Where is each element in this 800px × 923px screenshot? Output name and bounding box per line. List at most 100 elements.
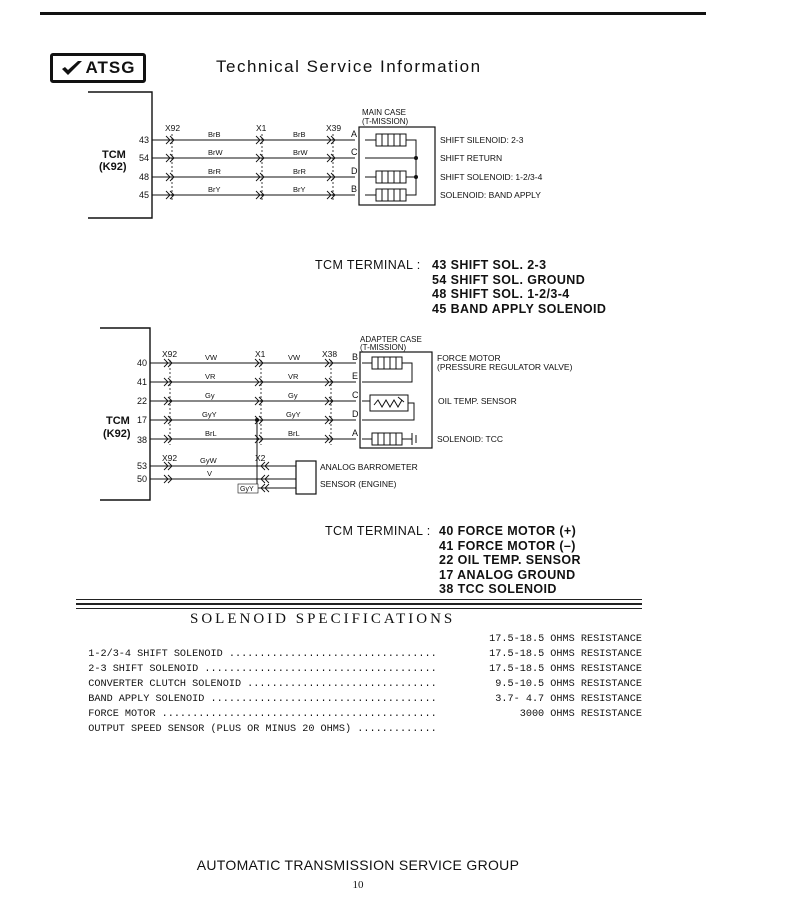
wire-color: BrY <box>208 185 221 194</box>
connector-label-x1: X1 <box>256 123 267 133</box>
case-pin-letter: C <box>351 147 358 157</box>
barometer-sensor-sublabel: SENSOR (ENGINE) <box>320 479 397 489</box>
oil-temp-sensor-label: OIL TEMP. SENSOR <box>438 396 517 406</box>
tcc-solenoid-label: SOLENOID: TCC <box>437 434 503 444</box>
terminal-label: TCM TERMINAL : <box>315 258 421 272</box>
wire-color: GyY <box>202 410 217 419</box>
terminal-line: 40 FORCE MOTOR (+) <box>439 524 577 538</box>
tcm-model-label: (K92) <box>99 161 127 173</box>
tcm-bracket <box>88 91 153 219</box>
terminal-line: 22 OIL TEMP. SENSOR <box>439 553 581 567</box>
case-pin-letter: A <box>351 129 357 139</box>
wire-row: 41 VR VR E <box>137 371 358 387</box>
case-label-sub: (T-MISSION) <box>362 117 409 126</box>
terminal-line: 43 SHIFT SOL. 2-3 <box>432 258 547 272</box>
tcm-label: TCM <box>106 415 130 427</box>
terminal-list-1: TCM TERMINAL : <box>315 258 421 273</box>
wire-row: 22 Gy Gy C <box>137 390 359 406</box>
case-pin-letter: D <box>352 409 359 419</box>
spec-component: 1-2/3-4 SHIFT SOLENOID .................… <box>88 649 437 660</box>
connector-label-x92: X92 <box>162 349 177 359</box>
spec-row: 1-2/3-4 SHIFT SOLENOID .................… <box>76 632 642 660</box>
solenoid-description: SHIFT SOLENOID: 1-2/3-4 <box>440 172 543 182</box>
wire-color: Gy <box>288 391 298 400</box>
tcm-bracket <box>100 327 151 501</box>
oil-temp-sensor <box>362 394 415 421</box>
terminal-lines-2: 40 FORCE MOTOR (+) 41 FORCE MOTOR (–) 22… <box>439 524 581 597</box>
connector-label-x92: X92 <box>162 453 177 463</box>
solenoid-description: SOLENOID: BAND APPLY <box>440 190 541 200</box>
case-pin-letter: B <box>352 352 358 362</box>
spec-value: 17.5-18.5 OHMS RESISTANCE <box>489 649 642 660</box>
terminal-line: 54 SHIFT SOL. GROUND <box>432 272 586 287</box>
spec-component: CONVERTER CLUTCH SOLENOID ..............… <box>88 679 437 690</box>
spec-component: FORCE MOTOR ............................… <box>88 709 437 720</box>
terminal-line: 41 FORCE MOTOR (–) <box>439 538 576 553</box>
case-pin-letter: A <box>352 428 358 438</box>
spec-component: OUTPUT SPEED SENSOR (PLUS OR MINUS 20 OH… <box>88 724 437 735</box>
pin-number: 22 <box>137 396 147 406</box>
wire-row: 50 V <box>137 469 296 484</box>
wire-color: V <box>207 469 212 478</box>
case-pin-letter: B <box>351 184 357 194</box>
wire-row: 53 GyW <box>137 456 296 471</box>
wire-row: 45 BrY BrY B <box>139 184 357 200</box>
terminal-label: TCM TERMINAL : <box>325 524 431 538</box>
spec-title: SOLENOID SPECIFICATIONS <box>190 611 456 627</box>
solenoid-description: SHIFT RETURN <box>440 153 502 163</box>
spec-row: FORCE MOTOR ............................… <box>76 692 642 720</box>
spec-value: 17.5-18.5 OHMS RESISTANCE <box>489 634 642 645</box>
case-pin-letter: D <box>351 166 358 176</box>
wire-color: GyW <box>200 456 218 465</box>
terminal-line: 38 TCC SOLENOID <box>439 582 557 596</box>
wire-color: GyY <box>286 410 301 419</box>
pin-number: 38 <box>137 435 147 445</box>
terminal-list-2: TCM TERMINAL : <box>325 524 431 539</box>
wire-color: BrW <box>293 148 309 157</box>
wire-row: 17 GyY GyY D <box>137 409 359 425</box>
wire-row: 43 BrB BrB A <box>139 129 357 145</box>
spec-row: BAND APPLY SOLENOID ....................… <box>76 677 642 705</box>
pin-number: 48 <box>139 172 149 182</box>
atsg-logo: ATSG <box>50 53 146 83</box>
spec-value: 3.7- 4.7 OHMS RESISTANCE <box>495 694 642 705</box>
main-case-box <box>358 126 436 206</box>
wire-color: BrW <box>208 148 224 157</box>
terminal-line: 45 BAND APPLY SOLENOID <box>432 301 607 316</box>
wire-color: BrL <box>205 429 217 438</box>
tcc-solenoid-coil <box>362 432 417 446</box>
case-label-sub: (T-MISSION) <box>360 343 407 352</box>
force-motor-coil <box>362 356 413 383</box>
pin-number: 17 <box>137 415 147 425</box>
spec-row: OUTPUT SPEED SENSOR (PLUS OR MINUS 20 OH… <box>76 707 642 735</box>
page-number: 10 <box>352 879 364 891</box>
wire-row: 40 VW VW B <box>137 352 358 368</box>
wire-color: BrR <box>293 167 307 176</box>
pin-number: 43 <box>139 135 149 145</box>
wire-color: VW <box>288 353 301 362</box>
connector-chevrons <box>163 461 270 493</box>
spec-component: 2-3 SHIFT SOLENOID .....................… <box>88 664 437 675</box>
spec-value: 3000 OHMS RESISTANCE <box>519 709 642 720</box>
case-pin-letter: C <box>352 390 359 400</box>
terminal-lines-1: 43 SHIFT SOL. 2-3 54 SHIFT SOL. GROUND 4… <box>432 258 606 316</box>
pin-number: 40 <box>137 358 147 368</box>
check-icon <box>61 61 82 75</box>
connector-label-x39: X39 <box>326 123 341 133</box>
barometer-sensor-box <box>295 460 317 495</box>
barometer-sensor-label: ANALOG BARROMETER <box>320 462 418 472</box>
pin-number: 53 <box>137 461 147 471</box>
pin-number: 41 <box>137 377 147 387</box>
terminal-line: 17 ANALOG GROUND <box>439 567 576 582</box>
wire-color: Gy <box>205 391 215 400</box>
connector-label-x2: X2 <box>255 453 266 463</box>
tcm-label: TCM <box>102 149 126 161</box>
double-rule <box>76 599 642 604</box>
wire-color: VW <box>205 353 218 362</box>
pin-number: 54 <box>139 153 149 163</box>
case-pin-letter: E <box>352 371 358 381</box>
wire-row: 48 BrR BrR D <box>139 166 358 182</box>
connector-label-x38: X38 <box>322 349 337 359</box>
adapter-case-box <box>359 351 433 449</box>
